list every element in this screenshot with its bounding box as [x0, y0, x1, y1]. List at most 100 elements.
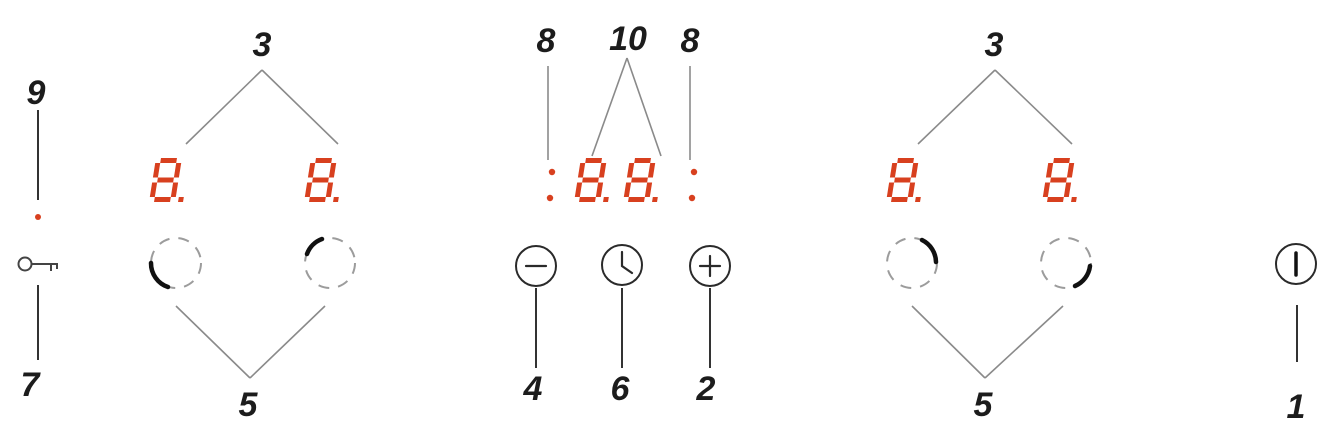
leader-line [261, 69, 339, 145]
zone-selector-left-front[interactable] [304, 236, 356, 289]
clock-icon [620, 250, 634, 275]
timer-colon-left [546, 168, 556, 202]
segment-d [309, 197, 326, 202]
callout-3-left: 3 [253, 26, 272, 64]
decimal-point [603, 197, 609, 202]
segment-c [1063, 182, 1072, 197]
leader-line [185, 69, 263, 145]
segment-b [598, 163, 607, 178]
segment-c [325, 182, 334, 197]
segment-f [152, 163, 161, 178]
zone-selector-right-rear[interactable] [886, 237, 939, 289]
segment-g [312, 177, 329, 183]
callout-2: 2 [696, 370, 716, 408]
lock-indicator-light [35, 214, 41, 220]
display-zone-left-front [304, 158, 339, 202]
segment-d [579, 197, 596, 202]
minus-button[interactable] [515, 245, 557, 287]
segment-b [910, 163, 919, 178]
power-button[interactable] [1275, 243, 1317, 285]
leader-line [591, 57, 628, 157]
segment-e [149, 182, 158, 197]
segment-f [626, 163, 635, 178]
decimal-point [652, 197, 658, 202]
zone-selector-right-front[interactable] [1040, 237, 1093, 289]
leader-line [249, 305, 326, 379]
callout-8-right: 8 [681, 22, 700, 60]
segment-f [307, 163, 316, 178]
key-icon[interactable] [17, 256, 59, 272]
leader-line [626, 57, 662, 157]
segment-a [634, 158, 651, 163]
segment-d [154, 197, 171, 202]
segment-e [1042, 182, 1051, 197]
segment-e [623, 182, 632, 197]
colon-dot [546, 194, 554, 202]
display-timer-tens [574, 158, 609, 202]
decimal-point [915, 197, 921, 202]
zone-position-arc [304, 236, 325, 257]
segment-d [891, 197, 908, 202]
segment-b [1066, 163, 1075, 178]
callout-9: 9 [27, 74, 46, 112]
segment-f [577, 163, 586, 178]
leader-line [994, 69, 1073, 145]
timer-button[interactable] [601, 244, 643, 286]
segment-a [897, 158, 914, 163]
zone-ring [1040, 237, 1092, 289]
segment-b [173, 163, 182, 178]
segment-g [894, 177, 911, 183]
zone-position-arc [148, 260, 171, 290]
decimal-point [333, 197, 339, 202]
segment-a [315, 158, 332, 163]
leader-line [984, 305, 1064, 379]
segment-g [582, 177, 599, 183]
segment-a [1053, 158, 1070, 163]
segment-c [907, 182, 916, 197]
leader-lines [37, 57, 1298, 379]
key-blade [31, 263, 58, 271]
zone-position-arc [1072, 263, 1093, 289]
colon-dot [548, 168, 556, 176]
segment-d [1047, 197, 1064, 202]
segment-g [631, 177, 648, 183]
callout-4: 4 [523, 370, 543, 408]
callout-8-left: 8 [537, 22, 556, 60]
segment-e [574, 182, 583, 197]
display-timer-units [623, 158, 658, 202]
callout-5-left: 5 [239, 386, 259, 423]
zone-ring [150, 237, 202, 289]
leader-line [911, 305, 986, 379]
segment-g [157, 177, 174, 183]
zone-ring [304, 237, 356, 289]
zone-position-arc [919, 237, 939, 265]
segment-f [1045, 163, 1054, 178]
callout-6: 6 [611, 370, 631, 408]
zone-selector-left-rear[interactable] [148, 237, 202, 290]
callout-5-right: 5 [974, 386, 994, 423]
plus-icon [698, 254, 722, 278]
callout-7: 7 [21, 366, 42, 404]
segment-c [644, 182, 653, 197]
leader-line [917, 69, 996, 145]
display-zone-left-rear [149, 158, 184, 202]
plus-button[interactable] [689, 245, 731, 287]
display-zone-right-front [1042, 158, 1077, 202]
callout-3-right: 3 [985, 26, 1004, 64]
segment-f [889, 163, 898, 178]
callout-1: 1 [1287, 388, 1306, 423]
segment-c [170, 182, 179, 197]
key-bow [17, 256, 33, 272]
callout-10: 10 [609, 20, 647, 58]
colon-dot [690, 168, 698, 176]
segment-a [160, 158, 177, 163]
segment-a [585, 158, 602, 163]
display-zone-right-rear [886, 158, 921, 202]
colon-dot [688, 194, 696, 202]
decimal-point [178, 197, 184, 202]
segment-e [886, 182, 895, 197]
decimal-point [1071, 197, 1077, 202]
timer-colon-right [688, 168, 698, 202]
segment-c [595, 182, 604, 197]
